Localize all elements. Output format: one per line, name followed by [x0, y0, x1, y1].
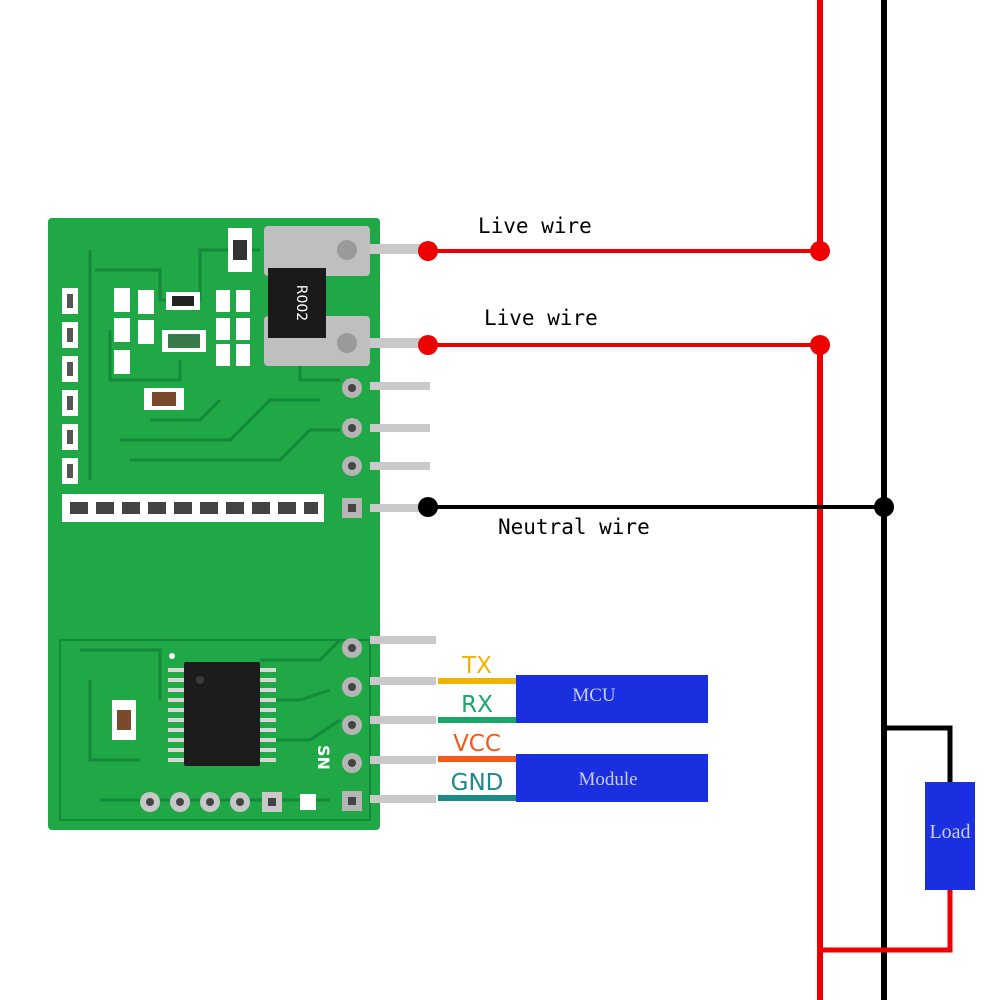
- live-wire-1-node: [810, 241, 830, 261]
- bottom-pads: [140, 792, 316, 812]
- live-wire-2-node: [810, 335, 830, 355]
- tx-label: TX: [461, 653, 492, 679]
- gnd-line: [438, 795, 516, 801]
- rx-label: RX: [461, 692, 493, 718]
- neutral-wire-label: Neutral wire: [498, 515, 650, 539]
- neutral-wire-pin-dot: [418, 497, 438, 517]
- smd-resistor-row: [62, 494, 324, 522]
- load-branch-neutral: [884, 725, 953, 784]
- ic-chip: [112, 653, 276, 766]
- module-label: Module: [578, 769, 637, 790]
- vcc-label: VCC: [453, 731, 501, 757]
- mcu-label: MCU: [572, 685, 616, 706]
- signal-pins: TX RX VCC GND MCU Module: [438, 653, 708, 802]
- live-wire-1-pin-dot: [418, 241, 438, 261]
- tx-line: [438, 678, 516, 684]
- smd-pad-column: [62, 288, 78, 484]
- pcb-board: [48, 218, 380, 830]
- load-branch-live: [820, 888, 953, 953]
- small-components: [114, 228, 252, 410]
- neutral-wire-node: [874, 497, 894, 517]
- mains-wiring: Load Live wire Live wire Neutral wire: [418, 0, 975, 1000]
- gnd-label: GND: [451, 770, 504, 796]
- mcu-block: [516, 675, 708, 723]
- vcc-line: [438, 756, 516, 762]
- live-wire-2-pin-dot: [418, 335, 438, 355]
- header-pins-upper: [342, 244, 430, 518]
- rx-line: [438, 717, 516, 723]
- module-block: [516, 754, 708, 802]
- shunt-resistor: R002: [264, 226, 370, 366]
- load-block: [925, 782, 975, 890]
- live-wire-2-label: Live wire: [484, 306, 598, 330]
- header-pins-lower: [342, 636, 436, 811]
- live-wire-1-label: Live wire: [478, 214, 592, 238]
- board-marking: SN: [314, 745, 333, 770]
- pcb-lower-section: [59, 639, 371, 821]
- pcb-module: R002: [48, 218, 436, 830]
- resistor-marking: R002: [293, 285, 309, 321]
- load-label: Load: [929, 821, 970, 843]
